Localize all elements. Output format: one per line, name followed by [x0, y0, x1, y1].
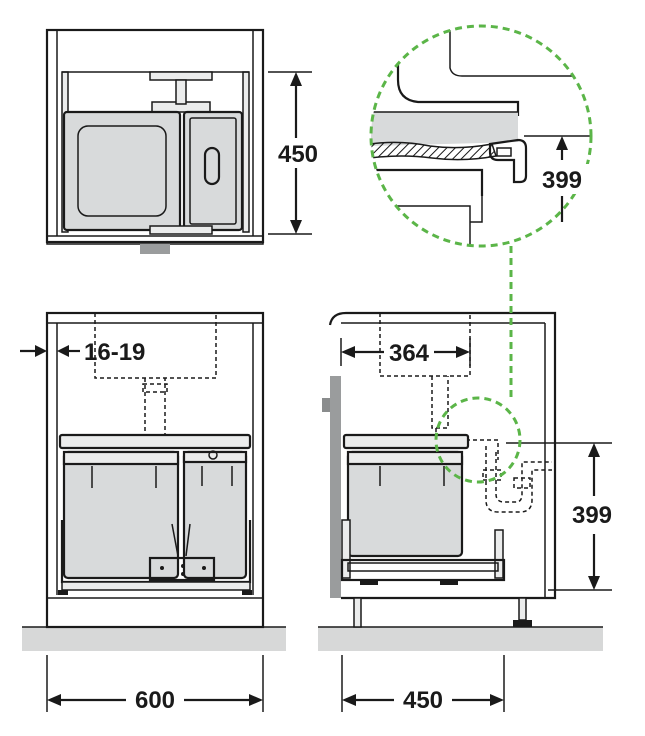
detail-worktop-hatched — [371, 141, 497, 161]
side-leg-back-foot — [513, 620, 532, 627]
detail-sink-inner — [449, 26, 591, 77]
front-foot-screw-3 — [181, 572, 185, 576]
top-view-front-clip — [149, 225, 213, 235]
detail-cabinet-front — [371, 205, 471, 246]
front-bin-small-knob — [208, 450, 218, 460]
front-bin-large-rim — [62, 450, 180, 466]
dim-depth-arrow-left — [342, 694, 356, 706]
detail-cabinet-top — [371, 168, 484, 196]
detail-dim-label-bg — [536, 164, 590, 194]
dim-depth-arrow-right — [490, 694, 504, 706]
side-cabinet-outline — [328, 311, 557, 600]
side-foot-1 — [360, 580, 378, 585]
side-foot-2 — [440, 580, 458, 585]
top-view-stem — [175, 79, 187, 105]
front-drain-pipe — [144, 378, 166, 437]
side-bin-rim — [346, 450, 464, 466]
side-leg-front — [353, 597, 362, 628]
dim-width-label: 600 — [135, 687, 175, 714]
front-floor — [22, 627, 286, 651]
detail-countertop — [371, 112, 518, 146]
detail-circle — [369, 24, 593, 248]
detail-dim-arrow — [556, 136, 568, 150]
dim-width-arrow-right — [249, 694, 263, 706]
dim-364-arrow-left — [341, 346, 355, 358]
detail-content — [371, 26, 591, 246]
dim-gap-arrow-left — [35, 345, 47, 357]
side-lid-bar — [342, 433, 470, 450]
dim-width-arrow-left — [47, 694, 61, 706]
front-foot-plate — [148, 556, 216, 582]
side-view: 364 399 450 — [318, 311, 612, 714]
side-frame-back — [494, 529, 504, 579]
dim-364-label: 364 — [389, 340, 430, 367]
side-siphon-nut-2 — [513, 477, 531, 489]
dim-gap-arrow-right — [57, 345, 69, 357]
dim-399-arrow-down — [588, 576, 600, 590]
dim-364-arrow-right — [456, 346, 470, 358]
front-foot-screw-2 — [181, 564, 185, 568]
side-drawer-base — [340, 558, 506, 582]
detail-edge-slot — [496, 147, 512, 157]
top-view-bin-small-lid — [189, 117, 237, 225]
side-door-handle — [322, 398, 330, 412]
front-sink-bowl — [94, 313, 217, 379]
side-drain-pipe — [431, 376, 449, 429]
dim-399-arrow-up — [588, 443, 600, 457]
top-view-rail-right — [242, 71, 250, 233]
top-view-fitting — [149, 71, 213, 81]
front-foot-left — [58, 590, 68, 595]
top-view-cabinet-outline — [45, 28, 265, 244]
top-view-lid-handle — [203, 146, 221, 186]
top-view-bin-large — [62, 110, 182, 232]
dim-top-arrow-down — [290, 220, 302, 234]
top-view-handle — [140, 244, 170, 254]
front-bin-small-rim — [182, 450, 248, 464]
side-door — [330, 376, 341, 598]
front-cabinet-outline — [45, 311, 265, 629]
dim-399-label: 399 — [572, 502, 612, 529]
side-frame-front — [341, 519, 351, 579]
side-leg-back — [518, 597, 527, 621]
front-center-support — [171, 523, 191, 557]
front-lid-bar — [58, 433, 252, 450]
dim-depth-label: 450 — [403, 687, 443, 714]
front-foot-right — [242, 590, 252, 595]
detail-sink-edge — [396, 26, 520, 116]
front-frame-base — [61, 581, 251, 591]
dim-gap-label: 16-19 — [84, 339, 145, 366]
front-view: 16-19 600 — [20, 311, 286, 714]
detail-origin-circle — [434, 396, 522, 484]
dim-top-arrow-up — [290, 72, 302, 86]
detail-view: 399 — [369, 24, 593, 484]
side-siphon — [485, 446, 552, 513]
front-foot-screw-1 — [160, 566, 164, 570]
detail-edge-profile — [488, 138, 528, 184]
top-view-bin-large-opening — [77, 125, 167, 217]
side-siphon-inner — [495, 452, 552, 503]
side-drawer-rail — [347, 562, 499, 572]
top-view: 450 — [45, 28, 320, 254]
top-view-bin-small — [182, 110, 244, 232]
dim-top-label-bg — [276, 138, 320, 168]
detail-cabinet-step — [470, 196, 483, 223]
dim-top-height-label: 450 — [278, 141, 318, 168]
front-foot-screw-4 — [202, 566, 206, 570]
front-drain-nut — [142, 383, 168, 393]
side-floor — [318, 627, 603, 651]
detail-dim-label: 399 — [542, 167, 582, 194]
